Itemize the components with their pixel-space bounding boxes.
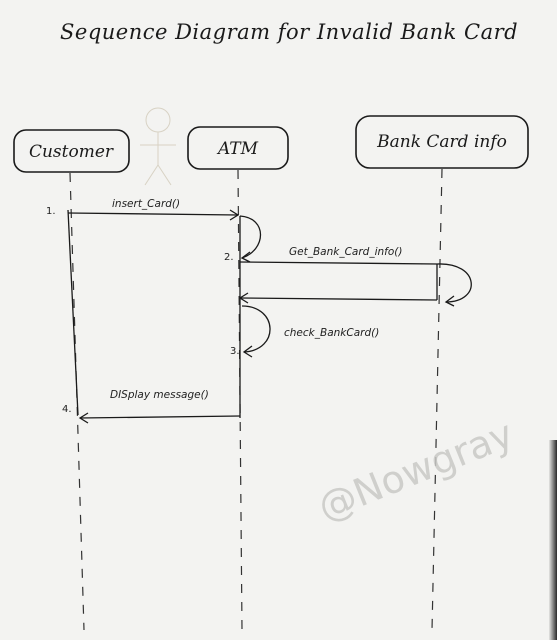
message-2-label: Get_Bank_Card_info() [289, 246, 402, 258]
atm-self-loop-1 [239, 215, 262, 418]
background-scribble [140, 107, 176, 186]
lifeline-customer [69, 172, 85, 631]
message-3 [241, 305, 271, 358]
actor-bank-card-info: Bank Card info [355, 115, 529, 169]
message-1-number: 1. [46, 206, 56, 217]
actor-atm: ATM [187, 126, 289, 170]
diagram-title: Sequence Diagram for Invalid Bank Card [60, 20, 519, 44]
message-4 [78, 412, 241, 424]
message-3-number: 3. [230, 346, 240, 357]
actor-bank-label: Bank Card info [376, 132, 507, 152]
lifeline-bank [431, 168, 443, 631]
message-1-label: insert_Card() [112, 198, 180, 210]
actor-customer-label: Customer [29, 142, 114, 162]
message-2-return [238, 292, 438, 304]
actor-atm-label: ATM [216, 139, 259, 159]
actor-customer: Customer [13, 129, 130, 173]
message-4-number: 4. [62, 404, 72, 415]
message-2 [239, 261, 472, 307]
message-4-label: DISplay message() [110, 389, 209, 401]
page-edge-shadow [549, 440, 557, 640]
watermark: @Nowgray [312, 412, 520, 530]
lifeline-atm [237, 169, 243, 631]
message-3-label: check_BankCard() [284, 327, 379, 339]
message-2-number: 2. [224, 252, 234, 263]
message-1 [67, 209, 240, 416]
